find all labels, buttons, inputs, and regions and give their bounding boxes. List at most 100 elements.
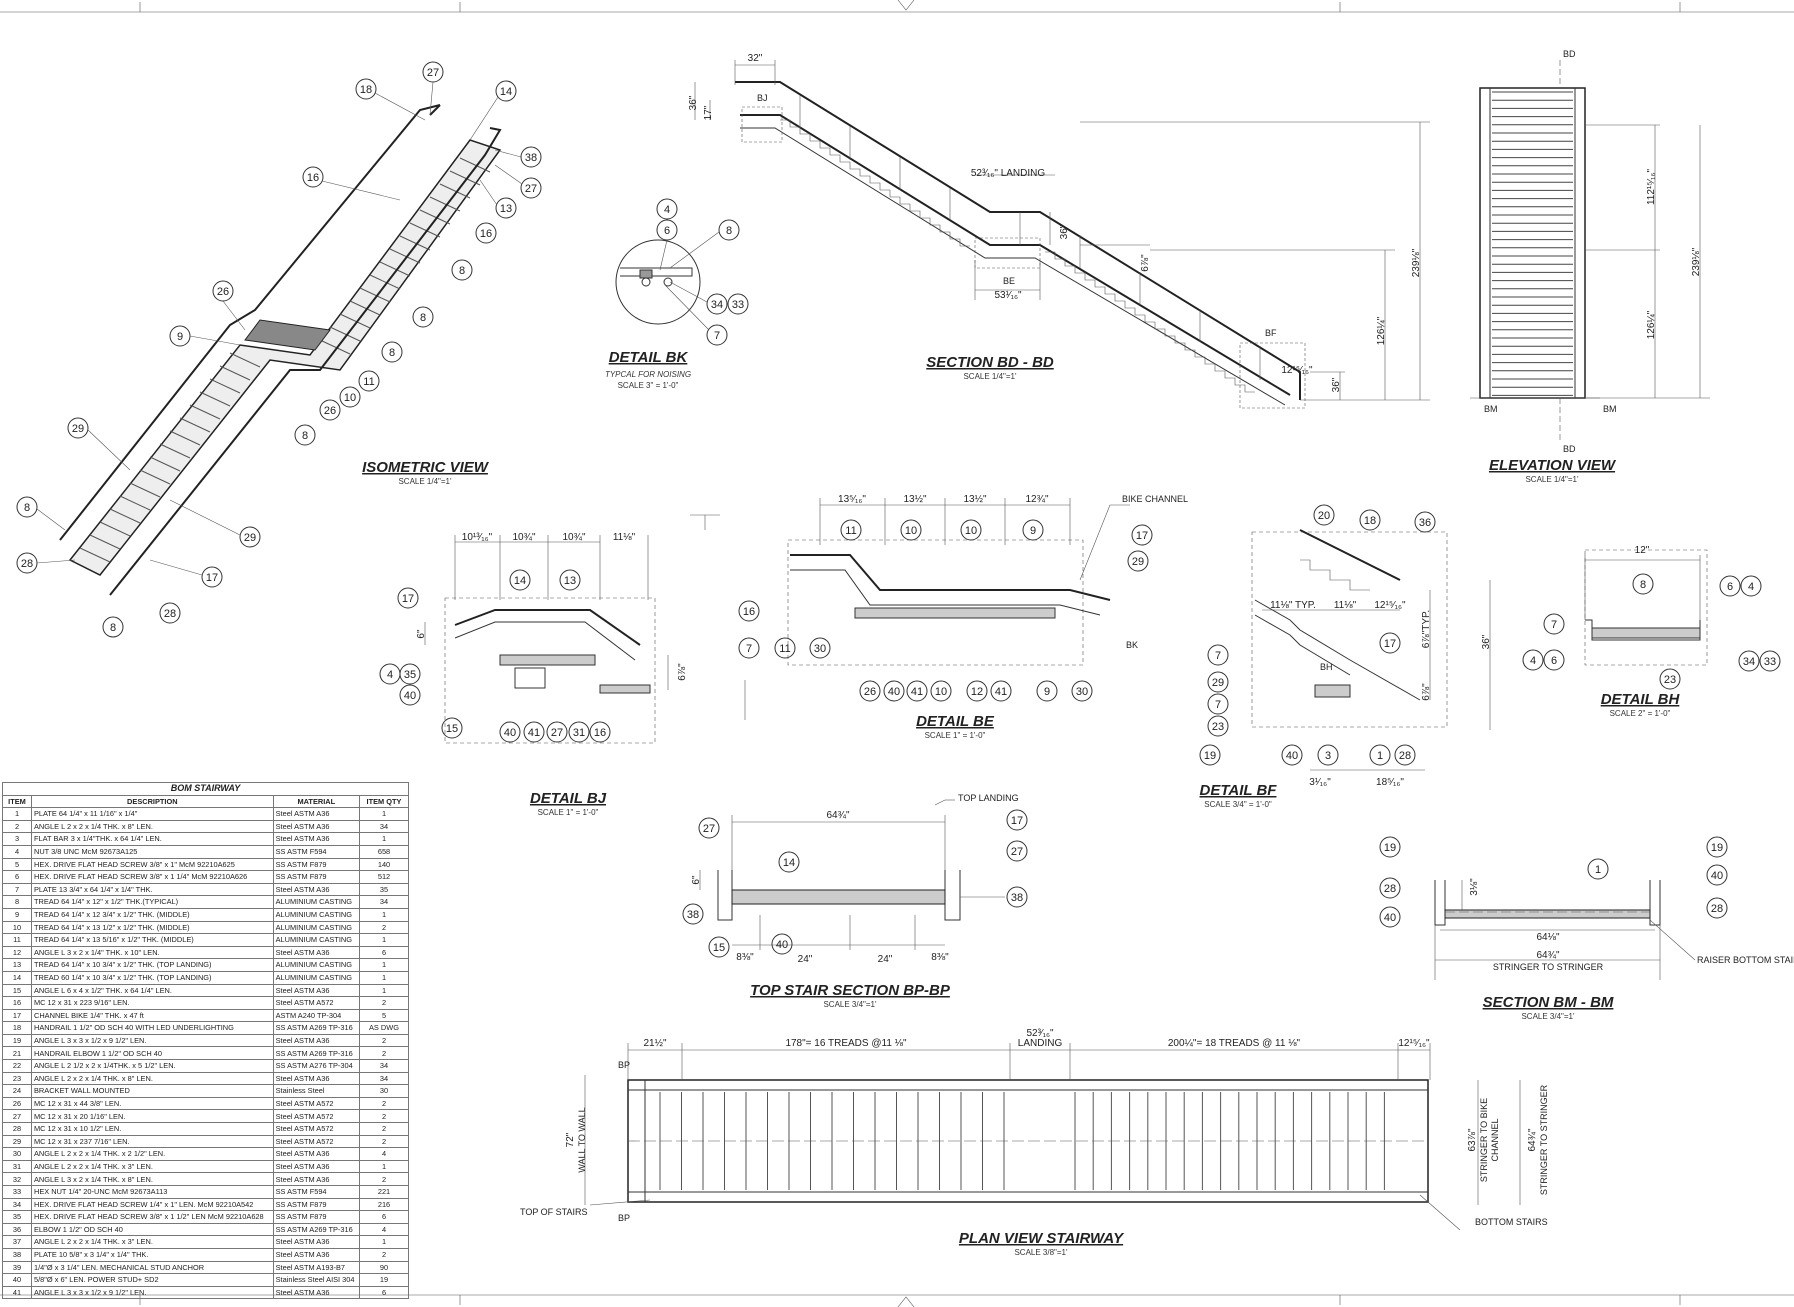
svg-text:34: 34	[711, 299, 723, 311]
bom-quantity: 2	[359, 1122, 409, 1136]
svg-text:26: 26	[217, 286, 229, 298]
plan-d1: 21½"	[643, 1038, 666, 1049]
bom-material: Steel ASTM A572	[272, 1109, 361, 1124]
svg-text:14: 14	[500, 86, 512, 98]
svg-text:38: 38	[525, 152, 537, 164]
svg-text:27: 27	[1011, 846, 1023, 858]
bom-description: TREAD 64 1/4" x 13 1/2" x 1/2" THK. (MID…	[31, 920, 274, 935]
isometric-view-title: ISOMETRIC VIEW	[362, 459, 490, 476]
isometric-view: 18 27 14 38 27 16 13 16 8 26 8 9 8 11 10…	[16, 61, 542, 638]
elevation-tag-bm-left: BM	[1484, 404, 1498, 414]
svg-text:16: 16	[743, 606, 755, 618]
bom-material: Steel ASTM A36	[272, 882, 361, 897]
svg-text:33: 33	[732, 299, 744, 311]
bom-material: Steel ASTM A36	[272, 983, 361, 998]
detail-bj-d1: 10¹³⁄₁₆"	[462, 532, 493, 543]
bom-item-number: 6	[2, 870, 32, 884]
bom-material: Steel ASTM A193-B7	[272, 1260, 361, 1275]
plan-r1: 63⅞"	[1467, 1128, 1478, 1151]
svg-text:30: 30	[1076, 686, 1088, 698]
svg-text:12: 12	[971, 686, 983, 698]
bom-item-number: 1	[2, 807, 32, 821]
bom-quantity: 1	[359, 958, 409, 972]
bom-material: Steel ASTM A572	[272, 996, 361, 1010]
bom-description: MC 12 x 31 x 237 7/16" LEN.	[31, 1134, 274, 1149]
svg-text:30: 30	[814, 643, 826, 655]
svg-text:23: 23	[1212, 721, 1224, 733]
svg-text:8: 8	[420, 312, 426, 324]
svg-text:13: 13	[564, 575, 576, 587]
bom-material: SS ASTM F879	[272, 1210, 361, 1224]
detail-bh-scale: SCALE 2" = 1'-0"	[1610, 709, 1671, 718]
elevation-dim-total: 239⅛"	[1691, 247, 1702, 276]
detail-be-d1: 13⁵⁄₁₆"	[838, 494, 866, 505]
bom-description: FLAT BAR 3 x 1/4"THK. x 64 1/4" LEN.	[31, 832, 274, 846]
plan-tag-bp-bot: BP	[618, 1213, 630, 1223]
plan-d3b: LANDING	[1018, 1038, 1063, 1049]
top-stair-scale: SCALE 3/4"=1'	[823, 1000, 877, 1009]
bom-description: ANGLE L 2 1/2 x 2 x 1/4THK. x 5 1/2" LEN…	[31, 1059, 274, 1073]
bom-quantity: 4	[359, 1222, 409, 1237]
detail-bj-d3: 10¾"	[562, 532, 585, 543]
section-bd-tag-bj: BJ	[757, 93, 768, 103]
svg-text:13: 13	[500, 203, 512, 215]
bom-quantity: 216	[359, 1197, 409, 1212]
bom-item-number: 39	[2, 1260, 32, 1275]
detail-bh-title: DETAIL BH	[1601, 691, 1681, 708]
svg-text:6: 6	[1551, 655, 1557, 667]
bom-item-number: 26	[2, 1096, 32, 1111]
bom-description: 5/8"Ø x 6" LEN. POWER STUD+ SD2	[31, 1273, 274, 1287]
svg-text:17: 17	[1011, 815, 1023, 827]
bom-material: SS ASTM F594	[272, 844, 361, 859]
elevation-tag-bm-right: BM	[1603, 404, 1617, 414]
section-bm-note2: RAISER BOTTOM STAIR	[1697, 955, 1794, 965]
bom-description: PLATE 64 1/4" x 11 1/16" x 1/4"	[31, 807, 274, 821]
bom-item-number: 18	[2, 1021, 32, 1035]
svg-text:36: 36	[1419, 517, 1431, 529]
bom-material: SS ASTM A269 TP-316	[272, 1046, 361, 1061]
plan-r1b: STRINGER TO BIKE	[1479, 1098, 1489, 1182]
detail-bf: 11⅛" TYP. 11⅛" 12¹⁵⁄₁₆" 6⅞"TYP. 36" 6⅞" …	[1199, 504, 1492, 809]
bom-item-number: 16	[2, 996, 32, 1010]
svg-text:1: 1	[1377, 750, 1383, 762]
bom-description: TREAD 64 1/4" x 12 3/4" x 1/2" THK. (MID…	[31, 907, 274, 922]
bom-material: Steel ASTM A36	[272, 1033, 361, 1048]
svg-text:14: 14	[514, 575, 526, 587]
bom-item-number: 4	[2, 844, 32, 859]
bom-material: Steel ASTM A36	[272, 807, 361, 821]
svg-text:11: 11	[845, 525, 856, 537]
bom-item-number: 11	[2, 933, 32, 947]
svg-text:8: 8	[1640, 579, 1646, 591]
detail-bj-h: 6"	[416, 629, 427, 639]
svg-text:7: 7	[714, 330, 720, 342]
svg-text:28: 28	[1711, 903, 1723, 915]
svg-text:35: 35	[404, 669, 416, 681]
bom-header-row: ITEM DESCRIPTION MATERIAL ITEM QTY	[2, 794, 409, 809]
bom-description: 1/4"Ø x 3 1/4" LEN. MECHANICAL STUD ANCH…	[31, 1260, 274, 1275]
svg-text:38: 38	[1011, 892, 1023, 904]
svg-text:31: 31	[573, 727, 585, 739]
bom-item-number: 15	[2, 983, 32, 998]
svg-text:29: 29	[244, 532, 256, 544]
bom-quantity: 1	[359, 907, 409, 922]
plan-left: 72"	[565, 1132, 576, 1147]
detail-bj-h2: 6⅞"	[677, 663, 688, 681]
svg-text:34: 34	[1743, 656, 1755, 668]
bom-material: SS ASTM A276 TP-304	[272, 1059, 361, 1073]
svg-text:18: 18	[360, 84, 372, 96]
